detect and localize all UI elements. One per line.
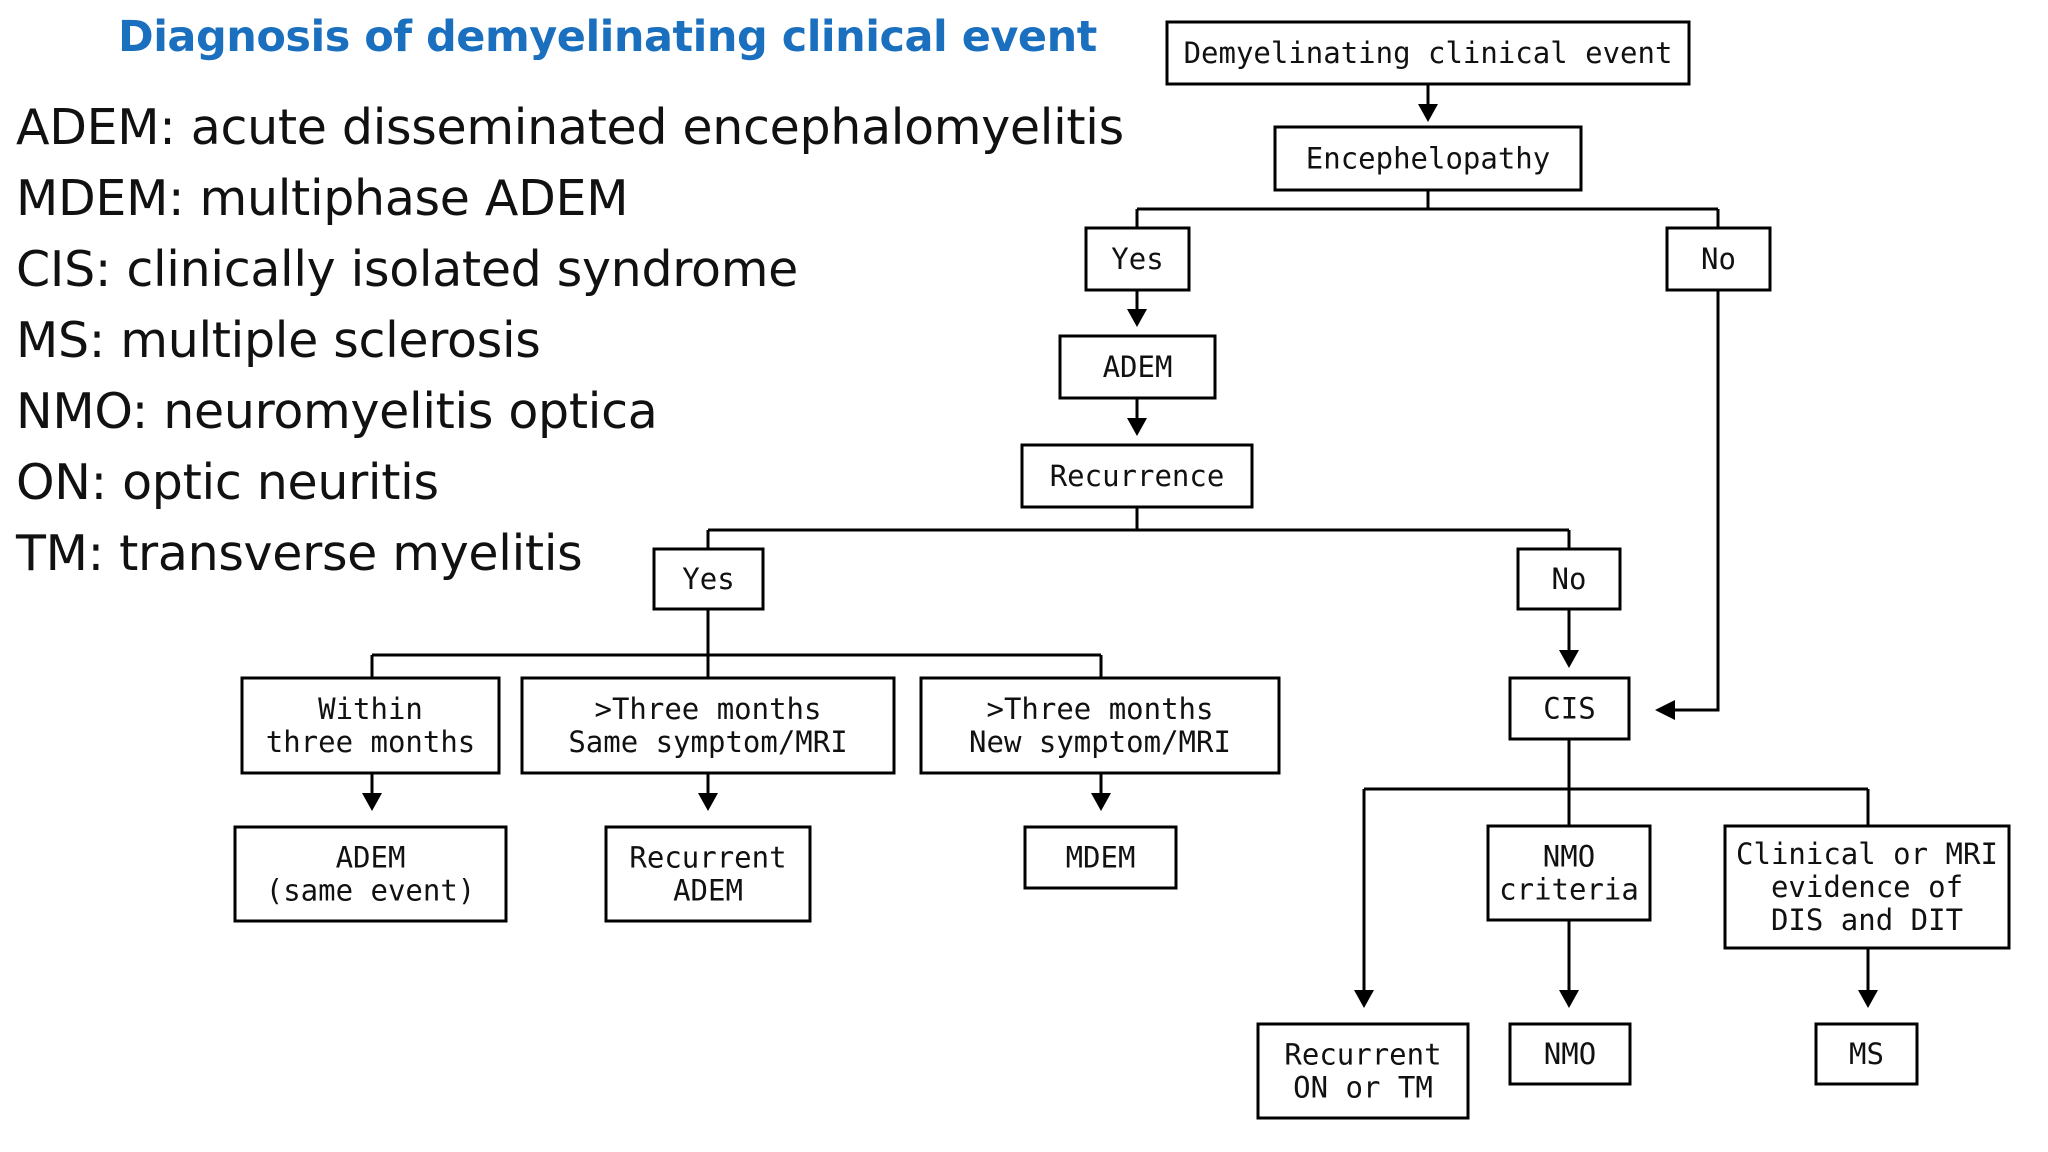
connector-rec-yes-split <box>370 609 1103 678</box>
node-ms: MS <box>1814 1022 1919 1086</box>
node-box <box>240 676 501 775</box>
abbreviation-tm: TM: transverse myelitis <box>16 525 583 582</box>
node-label: Demyelinating clinical event <box>1184 36 1673 70</box>
flowchart-connectors <box>362 84 1878 1008</box>
connector-no-to-cis <box>1675 290 1720 712</box>
connector-encephalopathy-split <box>1135 190 1720 228</box>
node-label: evidence of <box>1771 870 1963 904</box>
node-box <box>1814 1022 1919 1086</box>
arrowhead-recurrence <box>1127 418 1147 436</box>
node-box <box>1486 824 1652 922</box>
node-label: three months <box>266 725 476 759</box>
node-enceph-yes: Yes <box>1084 226 1191 292</box>
node-box <box>652 547 765 611</box>
node-box <box>1273 125 1583 192</box>
node-box <box>1516 547 1622 611</box>
arrowhead-mdem <box>1091 793 1111 811</box>
node-label: New symptom/MRI <box>969 725 1231 759</box>
flowchart-nodes: Demyelinating clinical eventEncephelopat… <box>233 20 2011 1120</box>
node-recurrence: Recurrence <box>1020 443 1254 509</box>
abbreviation-nmo: NMO: neuromyelitis optica <box>16 383 658 440</box>
node-label: NMO <box>1544 1037 1596 1071</box>
abbreviation-on: ON: optic neuritis <box>16 454 439 511</box>
node-label: DIS and DIT <box>1771 903 1963 937</box>
node-box <box>1058 334 1217 400</box>
connector-recurrence-split <box>706 507 1571 549</box>
node-rec-yes: Yes <box>652 547 765 611</box>
arrowhead-cis-top <box>1559 650 1579 668</box>
node-label: Encephelopathy <box>1306 142 1550 176</box>
abbreviation-cis: CIS: clinically isolated syndrome <box>16 241 798 298</box>
connector-cis-split <box>1362 739 1870 990</box>
node-cis: CIS <box>1508 676 1631 741</box>
node-box <box>1665 226 1772 292</box>
node-label: ADEM <box>673 874 743 908</box>
node-label: CIS <box>1543 692 1595 726</box>
arrowhead-adem <box>1127 309 1147 327</box>
node-label: criteria <box>1499 873 1639 907</box>
node-label: >Three months <box>987 692 1214 726</box>
node-label: Yes <box>682 562 734 596</box>
node-label: Recurrent <box>629 841 786 875</box>
node-box <box>1723 824 2011 950</box>
node-label: No <box>1701 242 1736 276</box>
node-label: Clinical or MRI <box>1736 837 1998 871</box>
arrowhead-cis-side <box>1655 700 1675 720</box>
node-box <box>1165 20 1691 86</box>
node-label: >Three months <box>595 692 822 726</box>
node-enceph-no: No <box>1665 226 1772 292</box>
node-box <box>1084 226 1191 292</box>
node-label: Yes <box>1111 242 1163 276</box>
node-label: MS <box>1849 1037 1884 1071</box>
node-label: Same symptom/MRI <box>568 725 847 759</box>
abbreviation-list: ADEM: acute disseminated encephalomyelit… <box>16 92 1124 589</box>
node-label: NMO <box>1543 840 1595 874</box>
node-adem-same: ADEM(same event) <box>233 825 508 923</box>
node-box <box>233 825 508 923</box>
node-label: (same event) <box>266 874 476 908</box>
arrowhead-ms <box>1858 990 1878 1008</box>
arrowhead-nmo <box>1559 990 1579 1008</box>
node-start: Demyelinating clinical event <box>1165 20 1691 86</box>
node-nmo: NMO <box>1508 1022 1632 1086</box>
arrowhead-recurrent-adem <box>698 793 718 811</box>
node-rec-no: No <box>1516 547 1622 611</box>
arrowhead-encephalopathy <box>1418 104 1438 122</box>
arrowhead-recurrent-on-tm <box>1354 990 1374 1008</box>
node-label: ADEM <box>336 841 406 875</box>
node-box <box>1508 1022 1632 1086</box>
abbreviation-ms: MS: multiple sclerosis <box>16 312 541 369</box>
node-label: ADEM <box>1103 350 1173 384</box>
node-label: No <box>1552 562 1587 596</box>
node-box <box>604 825 812 923</box>
node-mdem: MDEM <box>1023 825 1178 890</box>
arrowhead-adem-same <box>362 793 382 811</box>
slide-title: Diagnosis of demyelinating clinical even… <box>118 12 1097 62</box>
node-box <box>1508 676 1631 741</box>
node-enceph: Encephelopathy <box>1273 125 1583 192</box>
node-label: Within <box>318 692 423 726</box>
node-label: ON or TM <box>1293 1071 1433 1105</box>
abbreviation-mdem: MDEM: multiphase ADEM <box>16 170 629 227</box>
node-box <box>520 676 896 775</box>
node-label: MDEM <box>1066 841 1136 875</box>
node-adem: ADEM <box>1058 334 1217 400</box>
node-box <box>1023 825 1178 890</box>
abbreviation-adem: ADEM: acute disseminated encephalomyelit… <box>16 99 1124 156</box>
node-box <box>1256 1022 1470 1120</box>
node-box <box>919 676 1281 775</box>
node-label: Recurrent <box>1284 1038 1441 1072</box>
node-label: Recurrence <box>1050 459 1225 493</box>
node-box <box>1020 443 1254 509</box>
